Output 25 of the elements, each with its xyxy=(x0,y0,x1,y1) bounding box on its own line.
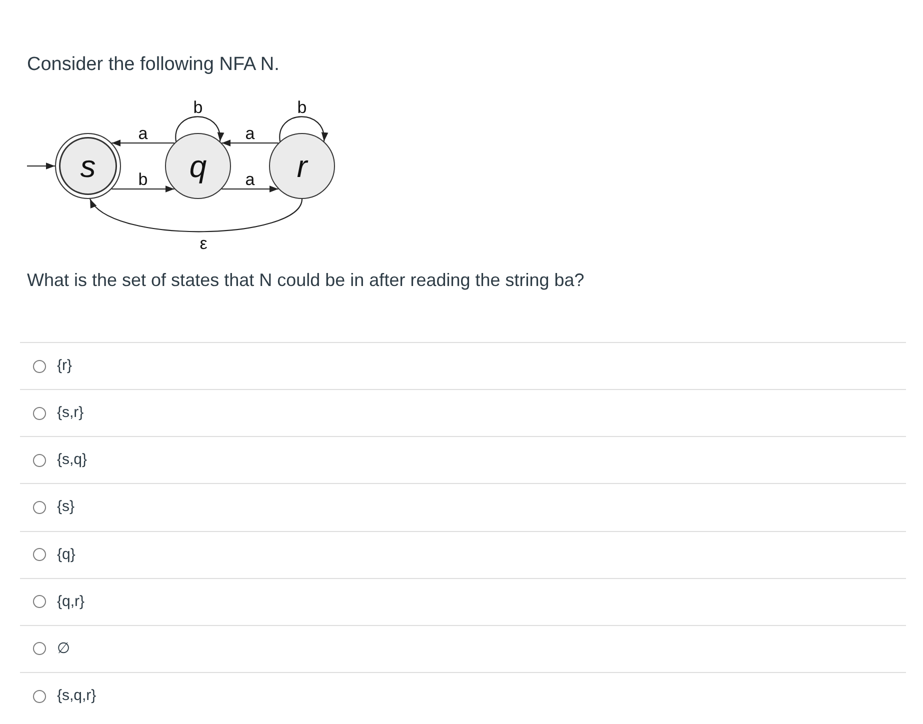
edge-label: b xyxy=(296,98,308,116)
transition-arrow xyxy=(90,198,303,232)
transition-arrow xyxy=(112,140,174,146)
state-label: q xyxy=(189,150,207,182)
state-label: r xyxy=(296,150,308,182)
heading: Consider the following NFA N. xyxy=(27,54,280,76)
transition-arrow xyxy=(222,140,278,146)
edge-label: b xyxy=(192,98,204,116)
self-loop-arrow xyxy=(279,116,328,142)
option-text: ∅ xyxy=(57,640,70,658)
question-text: What is the set of states that N could be in after reading the string ba? xyxy=(27,270,584,291)
option-text: {s,q} xyxy=(57,451,88,469)
option-text: {q} xyxy=(57,546,76,564)
option-text: {q,r} xyxy=(57,593,85,611)
transition-arrow xyxy=(222,186,278,192)
option-text: {r} xyxy=(57,357,72,375)
self-loop-arrow xyxy=(175,116,224,142)
option-text: {s,r} xyxy=(57,404,84,422)
edge-label: b xyxy=(137,170,149,188)
start-arrow xyxy=(27,162,55,170)
option-text: {s} xyxy=(57,498,75,516)
option-text: {s,q,r} xyxy=(57,687,96,705)
transition-arrow xyxy=(112,186,174,192)
state-circle xyxy=(165,133,231,199)
state-label: s xyxy=(80,150,96,182)
